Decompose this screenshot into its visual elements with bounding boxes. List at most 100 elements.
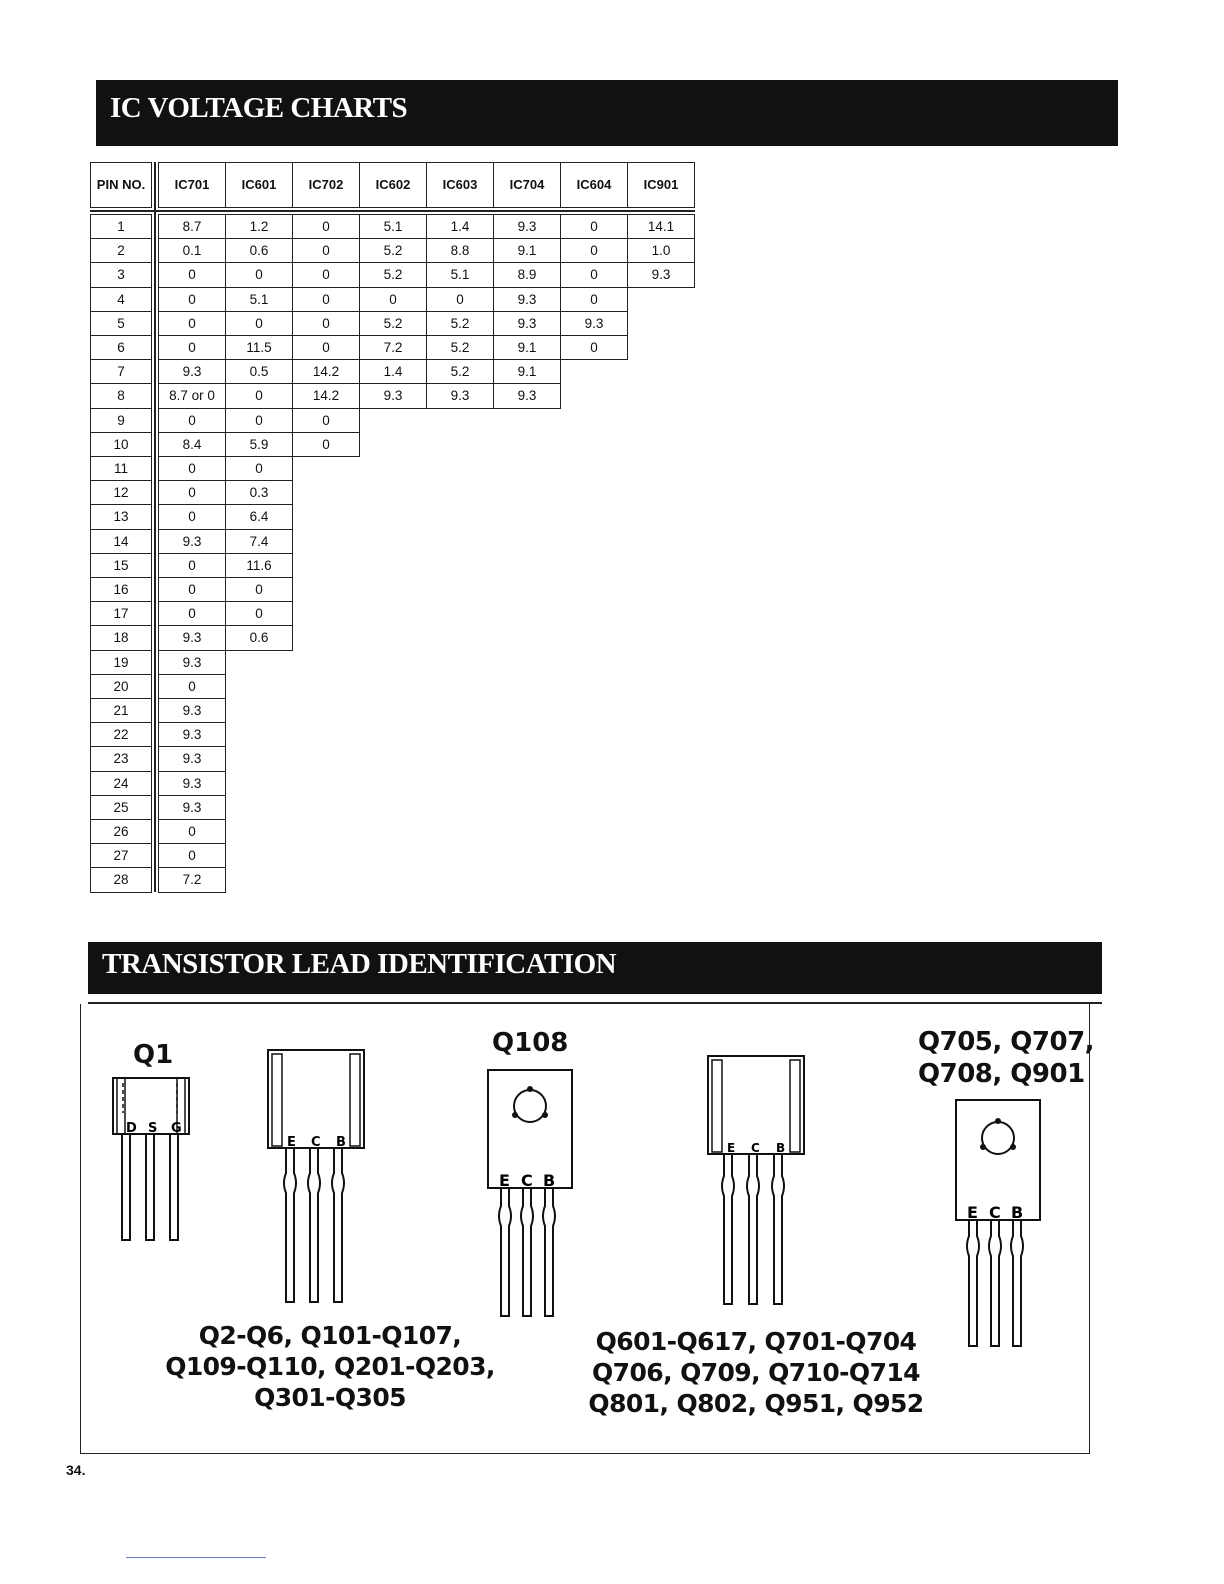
voltage-cell: 9.1 — [493, 238, 561, 264]
voltage-cell: 5.2 — [426, 335, 494, 361]
voltage-cell: 0 — [292, 262, 360, 288]
pin-number: 13 — [90, 504, 152, 530]
group-a-line: Q109-Q110, Q201-Q203, — [165, 1352, 495, 1381]
voltage-cell: 7.2 — [359, 335, 427, 361]
voltage-cell: 9.3 — [158, 770, 226, 796]
pin-number: 15 — [90, 552, 152, 578]
q705-label-line1: Q705, Q707, — [918, 1027, 1095, 1057]
q108-lead-b: B — [543, 1171, 555, 1190]
voltage-cell: 8.9 — [493, 262, 561, 288]
voltage-cell: 0 — [158, 601, 226, 627]
voltage-cell: 0 — [292, 431, 360, 457]
voltage-cell: 8.7 — [158, 214, 226, 240]
voltage-cell: 11.6 — [225, 552, 293, 578]
voltage-cell: 5.2 — [359, 262, 427, 288]
voltage-cell: 0 — [158, 407, 226, 433]
pin-number: 1 — [90, 214, 152, 240]
transistor-frame — [80, 1004, 1090, 1454]
voltage-cell: 0.3 — [225, 480, 293, 506]
voltage-cell: 9.3 — [158, 746, 226, 772]
voltage-cell: 9.3 — [493, 383, 561, 409]
group-b-line: Q706, Q709, Q710-Q714 — [592, 1358, 921, 1387]
voltage-cell: 8.8 — [426, 238, 494, 264]
pin-number: 16 — [90, 577, 152, 603]
q108-lead-c: C — [521, 1171, 533, 1190]
voltage-cell: 0 — [426, 286, 494, 312]
voltage-cell: 8.7 or 0 — [158, 383, 226, 409]
pin-number: 23 — [90, 746, 152, 772]
voltage-cell: 0 — [560, 214, 628, 240]
q108-label: Q108 — [492, 1028, 569, 1058]
voltage-cell: 0 — [158, 673, 226, 699]
voltage-cell: 9.3 — [158, 625, 226, 651]
group-a-lead-e: E — [287, 1135, 296, 1150]
voltage-cell: 0 — [158, 286, 226, 312]
voltage-cell: 0 — [292, 286, 360, 312]
voltage-cell: 0 — [560, 335, 628, 361]
voltage-cell: 9.3 — [560, 310, 628, 336]
pin-number: 4 — [90, 286, 152, 312]
pin-number: 21 — [90, 698, 152, 724]
column-header-ic604: IC604 — [560, 162, 628, 208]
voltage-cell: 1.4 — [359, 359, 427, 385]
voltage-cell: 5.1 — [359, 214, 427, 240]
q1-lead-g: G — [171, 1121, 182, 1136]
group-b-caption: Q601-Q617, Q701-Q704 Q706, Q709, Q710-Q7… — [576, 1326, 936, 1419]
voltage-cell: 0 — [158, 262, 226, 288]
voltage-cell: 9.3 — [493, 310, 561, 336]
voltage-cell: 9.1 — [493, 335, 561, 361]
q1-lead-d: D — [126, 1121, 137, 1136]
pin-number: 20 — [90, 673, 152, 699]
group-a-line: Q2-Q6, Q101-Q107, — [198, 1321, 462, 1350]
group-a-caption: Q2-Q6, Q101-Q107, Q109-Q110, Q201-Q203, … — [140, 1320, 520, 1413]
voltage-cell: 0 — [560, 238, 628, 264]
group-b-lead-c: C — [751, 1141, 760, 1155]
column-header-ic901: IC901 — [627, 162, 695, 208]
voltage-cell: 0 — [292, 238, 360, 264]
voltage-cell: 9.3 — [493, 214, 561, 240]
voltage-cell: 14.2 — [292, 383, 360, 409]
voltage-cell: 0 — [158, 480, 226, 506]
q705-label-line2: Q708, Q901 — [918, 1059, 1085, 1089]
column-header-ic602: IC602 — [359, 162, 427, 208]
q705-lead-c: C — [989, 1203, 1001, 1222]
pin-number: 12 — [90, 480, 152, 506]
voltage-cell: 0 — [158, 310, 226, 336]
pin-number: 5 — [90, 310, 152, 336]
voltage-cell: 0.1 — [158, 238, 226, 264]
group-a-lead-c: C — [311, 1135, 321, 1150]
ic-voltage-charts-banner: IC VOLTAGE CHARTS — [96, 80, 1118, 146]
voltage-cell: 0 — [225, 577, 293, 603]
voltage-cell: 5.2 — [426, 310, 494, 336]
q1-label: Q1 — [133, 1040, 174, 1070]
to126-group-a-diagram: E C B — [267, 1049, 365, 1303]
pin-number: 3 — [90, 262, 152, 288]
voltage-cell: 9.3 — [426, 383, 494, 409]
group-b-lead-e: E — [727, 1141, 735, 1155]
pin-number: 18 — [90, 625, 152, 651]
voltage-cell: 0 — [158, 843, 226, 869]
voltage-cell: 14.1 — [627, 214, 695, 240]
pin-no-header: PIN NO. — [90, 162, 152, 208]
group-b-lead-b: B — [776, 1141, 785, 1155]
pin-number: 27 — [90, 843, 152, 869]
q705-lead-b: B — [1011, 1203, 1023, 1222]
voltage-cell: 0 — [292, 335, 360, 361]
voltage-cell: 9.3 — [359, 383, 427, 409]
voltage-cell: 6.4 — [225, 504, 293, 530]
voltage-cell: 9.3 — [158, 528, 226, 554]
voltage-cell: 0 — [560, 262, 628, 288]
voltage-cell: 7.4 — [225, 528, 293, 554]
q1-diagram: D S G — [112, 1077, 190, 1241]
pin-number: 22 — [90, 722, 152, 748]
voltage-cell: 0 — [292, 407, 360, 433]
voltage-cell: 0 — [158, 819, 226, 845]
voltage-cell: 0 — [292, 310, 360, 336]
column-header-ic701: IC701 — [158, 162, 226, 208]
pin-column-divider — [154, 162, 156, 892]
voltage-cell: 0 — [560, 286, 628, 312]
pin-number: 19 — [90, 649, 152, 675]
group-a-line: Q301-Q305 — [254, 1383, 406, 1412]
voltage-cell: 9.3 — [158, 359, 226, 385]
voltage-cell: 9.3 — [158, 698, 226, 724]
